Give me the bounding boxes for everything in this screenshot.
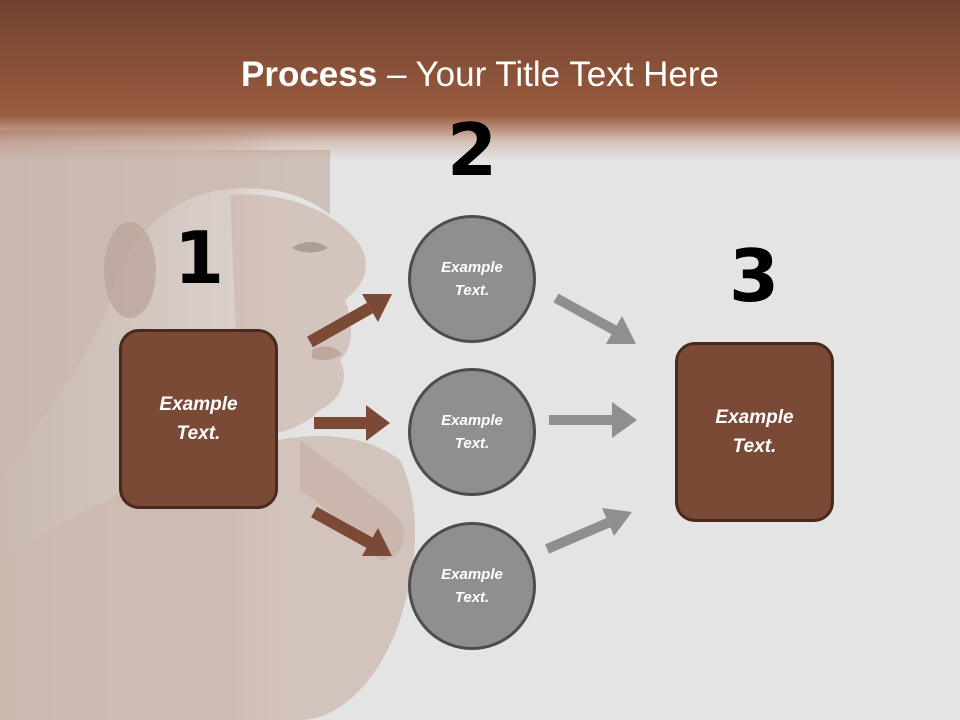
circle-top-line2: Text. <box>454 282 490 299</box>
slide-title: Process – Your Title Text Here <box>0 54 960 96</box>
step-number-3: 3 <box>728 234 780 318</box>
arrow-left-to-top <box>307 294 392 348</box>
circle-top-line1: Example <box>441 259 503 276</box>
circle-middle-line1: Example <box>441 412 503 429</box>
arrow-left-to-bottom <box>311 506 392 556</box>
step-number-2: 2 <box>446 108 498 192</box>
right-box-line1: Example <box>715 407 794 428</box>
slide-title-bold: Process <box>241 55 378 94</box>
left-box-line1: Example <box>159 394 238 415</box>
circle-bottom-line2: Text. <box>454 589 490 606</box>
left-box-line2: Text. <box>176 423 221 444</box>
arrow-left-to-middle <box>314 405 390 441</box>
arrow-bottom-to-right <box>545 508 632 554</box>
step-number-1: 1 <box>173 216 225 300</box>
circle-bottom-line1: Example <box>441 566 503 583</box>
arrow-middle-to-right <box>549 402 637 438</box>
slide-title-rest: – Your Title Text Here <box>377 55 719 94</box>
circle-middle-line2: Text. <box>454 435 490 452</box>
header-band <box>0 0 960 160</box>
right-box-line2: Text. <box>732 436 777 457</box>
arrow-top-to-right <box>553 293 636 344</box>
